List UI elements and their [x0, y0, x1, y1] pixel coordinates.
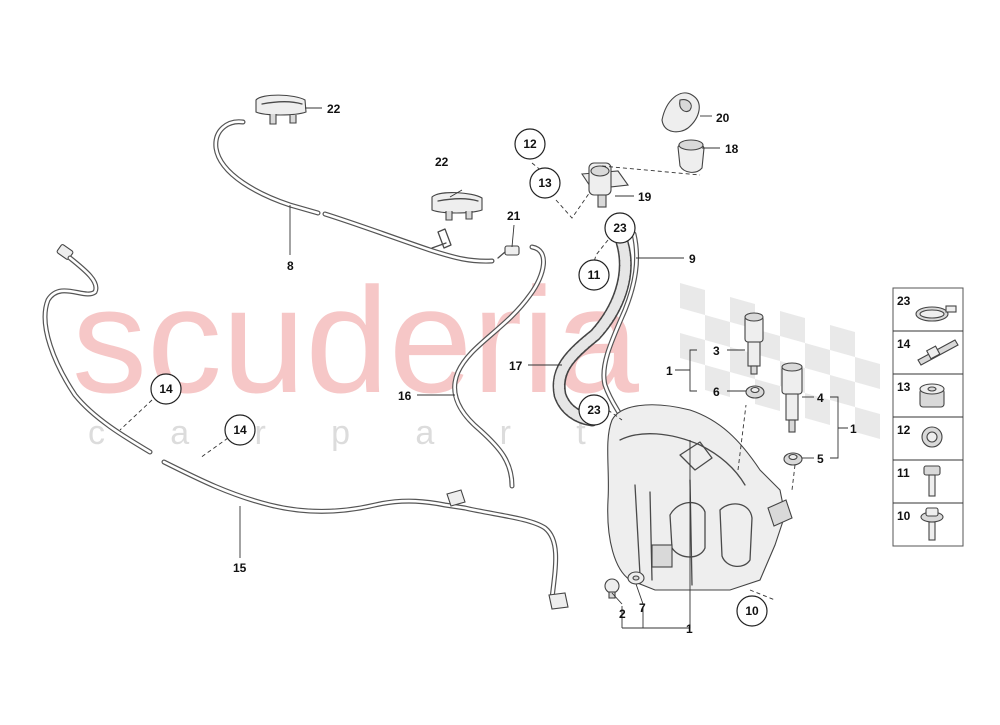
svg-text:11: 11 — [588, 268, 601, 282]
circled-10: 10 — [736, 595, 768, 627]
svg-text:12: 12 — [523, 137, 537, 151]
callout-20: 20 — [716, 111, 730, 125]
svg-text:13: 13 — [538, 176, 552, 190]
callout-9: 9 — [689, 252, 696, 266]
legend-label-10: 10 — [897, 509, 911, 523]
screw-with-washer-icon — [920, 507, 944, 541]
nut-icon — [921, 426, 943, 448]
circled-callouts: 12 13 23 11 14 14 23 10 — [150, 128, 768, 627]
circled-23-top: 23 — [604, 212, 636, 244]
washer-nozzle-22-middle — [431, 192, 483, 221]
cable-tie-icon — [917, 339, 959, 366]
callout-22-top: 22 — [327, 102, 341, 116]
circled-14-right: 14 — [224, 414, 256, 446]
callout-1-bottom: 1 — [686, 622, 693, 636]
legend-label-13: 13 — [897, 380, 911, 394]
hose-clamp-icon — [915, 305, 957, 322]
level-sensor-19 — [581, 162, 629, 208]
svg-text:14: 14 — [233, 423, 247, 437]
svg-text:10: 10 — [745, 604, 759, 618]
circled-12: 12 — [514, 128, 546, 160]
checkered-flag-watermark — [680, 283, 880, 439]
washer-nozzle-22-top — [255, 94, 307, 125]
callout-15: 15 — [233, 561, 247, 575]
circled-13: 13 — [529, 167, 561, 199]
circled-11: 11 — [578, 259, 610, 291]
legend-label-11: 11 — [897, 466, 910, 480]
svg-text:14: 14 — [159, 382, 173, 396]
washer-pump-3 — [744, 312, 764, 375]
callout-3: 3 — [713, 344, 720, 358]
callout-18: 18 — [725, 142, 739, 156]
svg-text:23: 23 — [587, 403, 601, 417]
hose-8 — [213, 119, 495, 264]
callout-5: 5 — [817, 452, 824, 466]
callout-labels: 22 22 20 18 19 21 8 9 16 17 15 3 6 1 4 5… — [233, 102, 857, 636]
hose-15-right — [161, 459, 569, 610]
legend-label-14: 14 — [897, 337, 911, 351]
washer-reservoir — [607, 404, 793, 591]
grommet-6 — [745, 385, 765, 399]
clip-7 — [627, 571, 645, 585]
legend-label-23: 23 — [897, 294, 911, 308]
hose-9 — [601, 231, 640, 421]
circled-23-bottom: 23 — [578, 394, 610, 426]
corrugated-hose-17 — [552, 235, 632, 427]
hose-15-left — [42, 244, 153, 455]
bolt-icon — [923, 465, 941, 497]
callout-1-right: 1 — [850, 422, 857, 436]
callout-1-pump: 1 — [666, 364, 673, 378]
circled-14-left: 14 — [150, 373, 182, 405]
callout-19: 19 — [638, 190, 652, 204]
callout-17: 17 — [509, 359, 523, 373]
leader-lines — [239, 107, 848, 629]
callout-2: 2 — [619, 607, 626, 621]
rubber-bushing-icon — [919, 383, 945, 408]
screw-2 — [604, 578, 620, 599]
filler-neck-18 — [677, 139, 705, 173]
grommet-5 — [783, 452, 803, 466]
callout-8: 8 — [287, 259, 294, 273]
callout-4: 4 — [817, 391, 824, 405]
callout-22-middle: 22 — [435, 155, 449, 169]
hardware-legend-panel: 23 14 13 12 11 10 — [892, 287, 964, 547]
svg-text:23: 23 — [613, 221, 627, 235]
callout-21: 21 — [507, 209, 521, 223]
hose-16 — [452, 244, 547, 489]
filler-cap-20 — [661, 92, 700, 133]
callout-16: 16 — [398, 389, 412, 403]
callout-7: 7 — [639, 601, 646, 615]
callout-6: 6 — [713, 385, 720, 399]
washer-pump-4 — [781, 362, 803, 433]
legend-label-12: 12 — [897, 423, 911, 437]
